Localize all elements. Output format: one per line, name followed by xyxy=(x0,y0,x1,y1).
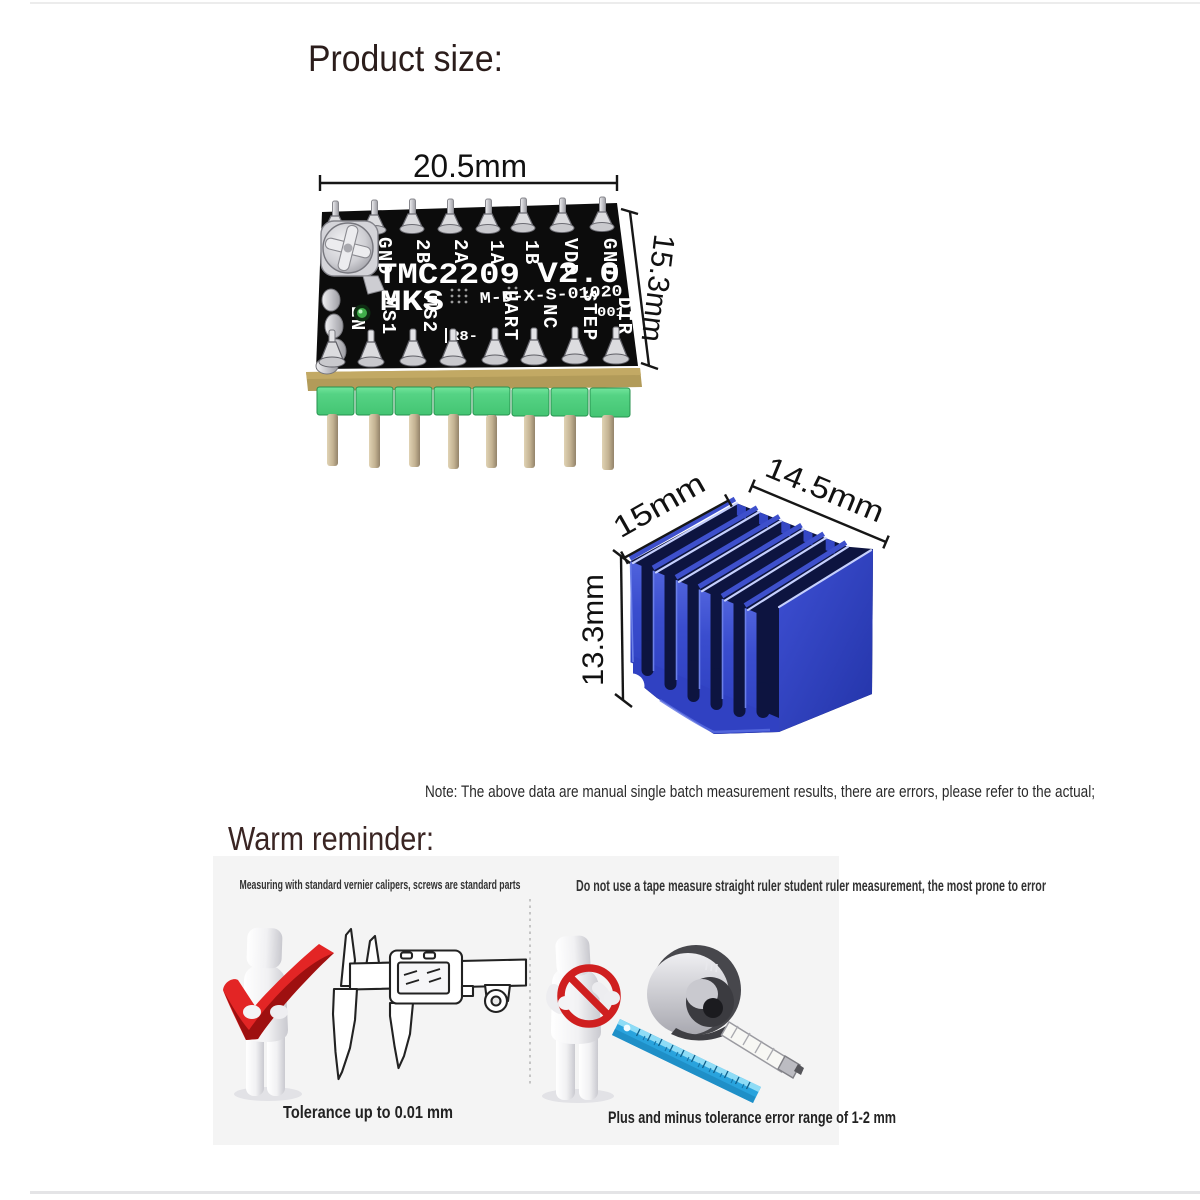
svg-text:TMC2209: TMC2209 xyxy=(377,259,520,293)
svg-text:STEP: STEP xyxy=(578,290,600,342)
svg-text:UART: UART xyxy=(499,290,521,342)
svg-text:Do not use a tape measure stra: Do not use a tape measure straight ruler… xyxy=(576,878,1046,895)
svg-text:001: 001 xyxy=(597,305,625,321)
svg-text:MKS: MKS xyxy=(380,286,444,320)
svg-text:Product size:: Product size: xyxy=(308,38,503,79)
svg-text:2B: 2B xyxy=(411,239,433,265)
svg-text:Note: The above data are manua: Note: The above data are manual single b… xyxy=(425,782,1095,801)
svg-text:Warm reminder:: Warm reminder: xyxy=(228,820,434,857)
svg-text:GND: GND xyxy=(598,238,620,277)
svg-text:1B: 1B xyxy=(520,240,542,266)
svg-text:DIR: DIR xyxy=(613,297,635,336)
svg-text:V2.0: V2.0 xyxy=(537,258,620,292)
svg-text:NC: NC xyxy=(538,304,560,330)
svg-text:MS1: MS1 xyxy=(377,297,399,336)
svg-text:MS2: MS2 xyxy=(418,295,440,334)
svg-text:20.5mm: 20.5mm xyxy=(413,148,527,184)
svg-text:15.3mm: 15.3mm xyxy=(634,233,680,344)
svg-text:Plus and minus tolerance error: Plus and minus tolerance error range of … xyxy=(608,1109,896,1127)
svg-text:Measuring with standard vernie: Measuring with standard vernier calipers… xyxy=(240,878,521,892)
svg-text:13.3mm: 13.3mm xyxy=(577,574,610,686)
svg-text:VDD: VDD xyxy=(559,238,581,277)
svg-text:2A: 2A xyxy=(449,239,471,265)
svg-text:1A: 1A xyxy=(485,240,507,266)
svg-text:Tolerance up to 0.01 mm: Tolerance up to 0.01 mm xyxy=(283,1102,453,1122)
